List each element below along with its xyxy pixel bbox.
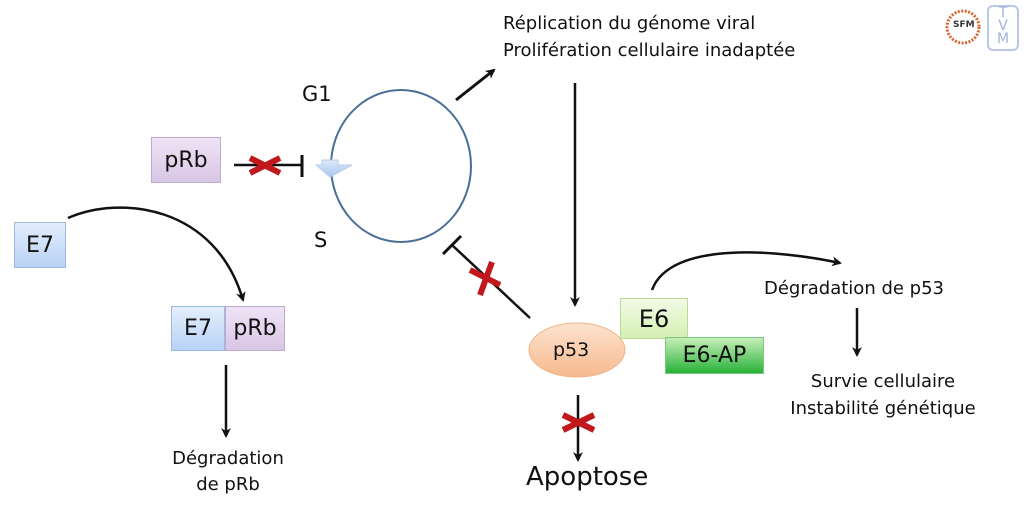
replication-line2: Prolifération cellulaire inadaptée — [503, 40, 796, 61]
apoptosis-text: Apoptose — [526, 462, 649, 492]
tvm-letters: TVM — [996, 5, 1010, 47]
prb-degradation-line1: Dégradation — [172, 448, 284, 469]
e6-label: E6 — [638, 304, 670, 333]
sfm-logo — [945, 9, 981, 45]
complex-prb-label: pRb — [233, 316, 277, 341]
tvm-logo-text: TVM — [996, 5, 1010, 47]
survival-line1: Survie cellulaire — [810, 371, 956, 392]
g1-label: G1 — [302, 82, 332, 106]
sfm-logo-text: SFM — [953, 20, 975, 30]
e6-node: E6 — [620, 298, 688, 339]
prb-degradation-text: Dégradation de pRb — [160, 446, 296, 498]
s-label: S — [314, 228, 328, 252]
complex-e7-node: E7 — [171, 306, 225, 351]
arrow-e6-to-p53-degradation — [650, 251, 842, 291]
complex-e7-label: E7 — [184, 316, 212, 341]
prb-node: pRb — [151, 137, 221, 183]
survival-text: Survie cellulaire Instabilité génétique — [776, 368, 990, 422]
block-x-icon — [468, 260, 502, 297]
block-x-icon — [561, 412, 596, 433]
complex-prb-node: pRb — [225, 306, 285, 351]
tvm-logo — [987, 5, 1019, 51]
cell-cycle-circle — [330, 89, 472, 243]
e6ap-node: E6-AP — [665, 337, 764, 374]
arrow-cycle-to-replication — [455, 68, 496, 102]
p53-degradation-text: Dégradation de p53 — [764, 278, 944, 299]
cycle-direction-arrow-icon — [314, 159, 353, 178]
replication-text: Réplication du génome viral Prolifératio… — [503, 10, 795, 64]
prb-degradation-line2: de pRb — [196, 474, 260, 495]
p53-node — [528, 322, 626, 378]
p53-label: p53 — [553, 339, 590, 361]
arrow-e7-to-complex — [67, 206, 246, 302]
block-x-icon — [248, 155, 282, 176]
prb-label: pRb — [164, 147, 208, 173]
e7-node: E7 — [14, 222, 66, 268]
survival-line2: Instabilité génétique — [790, 398, 976, 419]
e6ap-label: E6-AP — [682, 343, 747, 368]
replication-line1: Réplication du génome viral — [503, 13, 756, 34]
e7-label: E7 — [26, 232, 54, 258]
